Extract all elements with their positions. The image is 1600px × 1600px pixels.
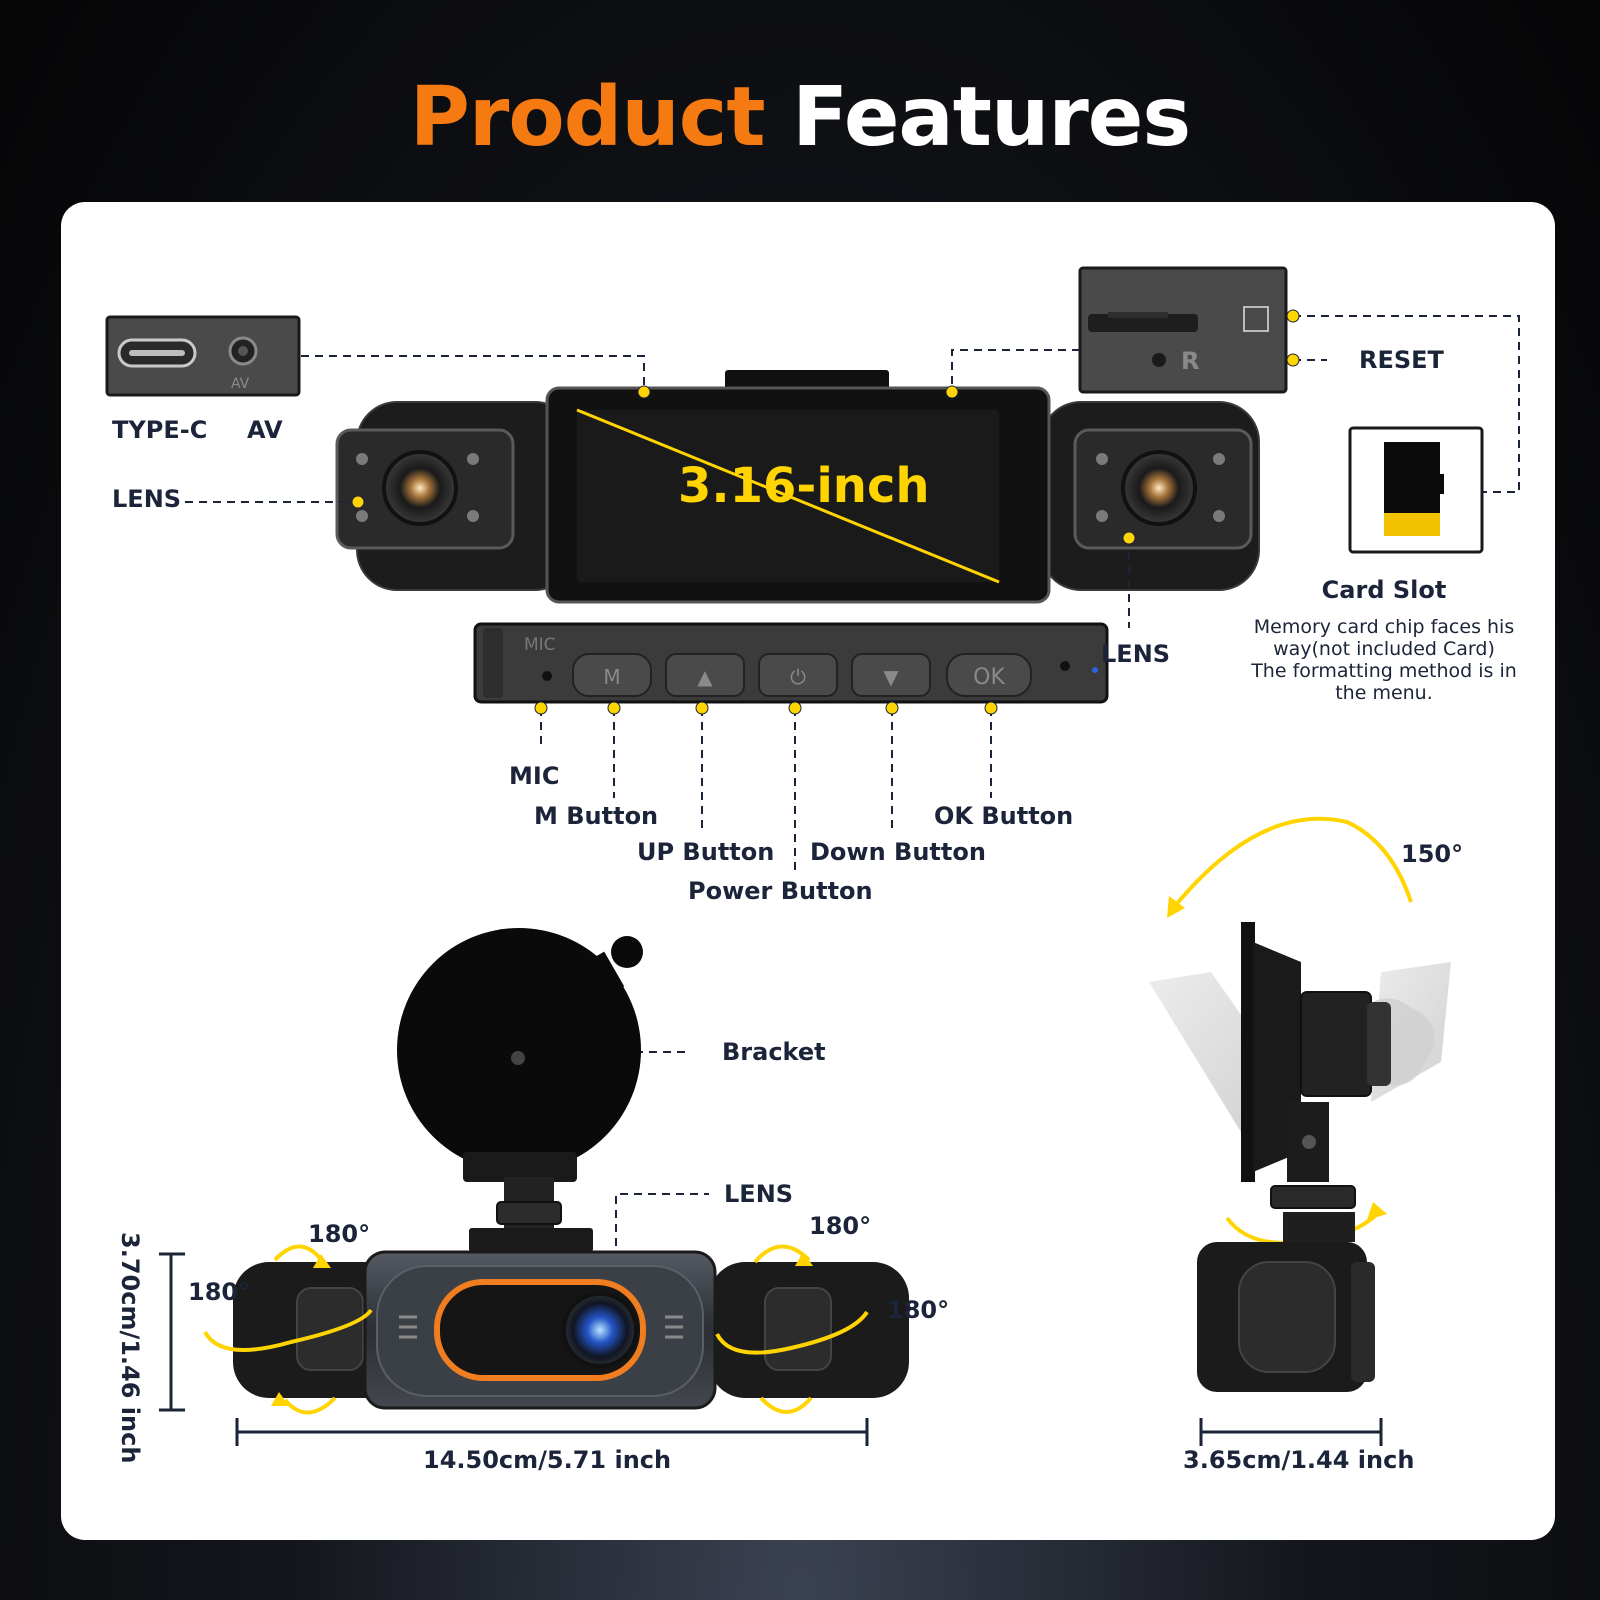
card-note-line: the menu. [1335, 682, 1433, 704]
ok-button[interactable] [946, 653, 1032, 697]
slot-closeup: R [1078, 266, 1288, 394]
tilt-label: 150° [1401, 840, 1464, 868]
side-view-camera [1149, 922, 1451, 1392]
mic-label: MIC [509, 762, 560, 790]
m-button-print: M [603, 665, 620, 689]
power-button[interactable] [758, 653, 838, 697]
down-button-print: ▼ [883, 665, 899, 689]
right-lens-icon [1121, 450, 1197, 526]
device-illustration: AV R MIC [105, 266, 1520, 1446]
reset-hole-icon [1152, 353, 1166, 367]
bottom-lens-icon [562, 1292, 638, 1368]
rotation-label-1: 180° [308, 1220, 371, 1248]
card-small-icon [1243, 306, 1269, 332]
sd-card-icon [1384, 442, 1444, 536]
dimension-lines [159, 1252, 1383, 1446]
bottom-lens-label: LENS [724, 1180, 794, 1208]
power-button-print: ⏻ [790, 665, 806, 689]
depth-dimension-label: 3.65cm/1.44 inch [1183, 1446, 1415, 1474]
button-strip: MIC M ▲ ⏻ ▼ OK [473, 622, 1109, 704]
bracket-label: Bracket [722, 1038, 826, 1066]
ok-button-label: OK Button [934, 802, 1074, 830]
card-note: Memory card chip faces his way(not inclu… [1234, 616, 1534, 704]
power-button-label: Power Button [688, 877, 873, 905]
av-print: AV [231, 376, 250, 392]
title-part-2: Features [792, 70, 1191, 165]
left-lens-label: LENS [112, 485, 182, 513]
dashcam-top [335, 370, 1260, 604]
sd-card-box [1348, 426, 1484, 554]
suction-cup [397, 928, 641, 1172]
av-label: AV [247, 416, 283, 444]
card-note-line: Memory card chip faces his [1253, 616, 1515, 638]
down-button-label: Down Button [810, 838, 986, 866]
up-button[interactable] [665, 653, 745, 697]
page-title: Product Features [0, 70, 1600, 165]
reset-print: R [1181, 347, 1199, 375]
rotation-label-2: 180° [188, 1278, 251, 1306]
reset-label: RESET [1359, 346, 1444, 374]
left-lens-icon [382, 450, 458, 526]
port-closeup: AV [105, 315, 301, 397]
rotation-label-3: 180° [809, 1212, 872, 1240]
type-c-label: TYPE-C [112, 416, 208, 444]
sd-slot-icon [1088, 314, 1198, 332]
down-button[interactable] [851, 653, 931, 697]
arrow-heads [271, 896, 1387, 1406]
width-dimension-label: 14.50cm/5.71 inch [423, 1446, 672, 1474]
m-button[interactable] [572, 653, 652, 697]
title-part-1: Product [409, 70, 766, 165]
up-button-print: ▲ [697, 665, 713, 689]
screen-size-label: 3.16-inch [678, 458, 930, 514]
card-note-line: The formatting method is in [1251, 660, 1517, 682]
right-lens-label: LENS [1101, 640, 1171, 668]
height-dimension-label: 3.70cm/1.46 inch [116, 1232, 144, 1464]
features-panel: AV R MIC [61, 202, 1555, 1540]
card-note-line: way(not included Card) [1273, 638, 1495, 660]
mic-hole-icon [542, 671, 552, 681]
m-button-label: M Button [534, 802, 659, 830]
up-button-label: UP Button [637, 838, 775, 866]
card-slot-label: Card Slot [1321, 576, 1447, 604]
rotation-label-4: 180° [887, 1296, 950, 1324]
mic-print: MIC [524, 635, 556, 655]
ok-button-print: OK [973, 665, 1005, 690]
mounted-camera [233, 928, 909, 1410]
